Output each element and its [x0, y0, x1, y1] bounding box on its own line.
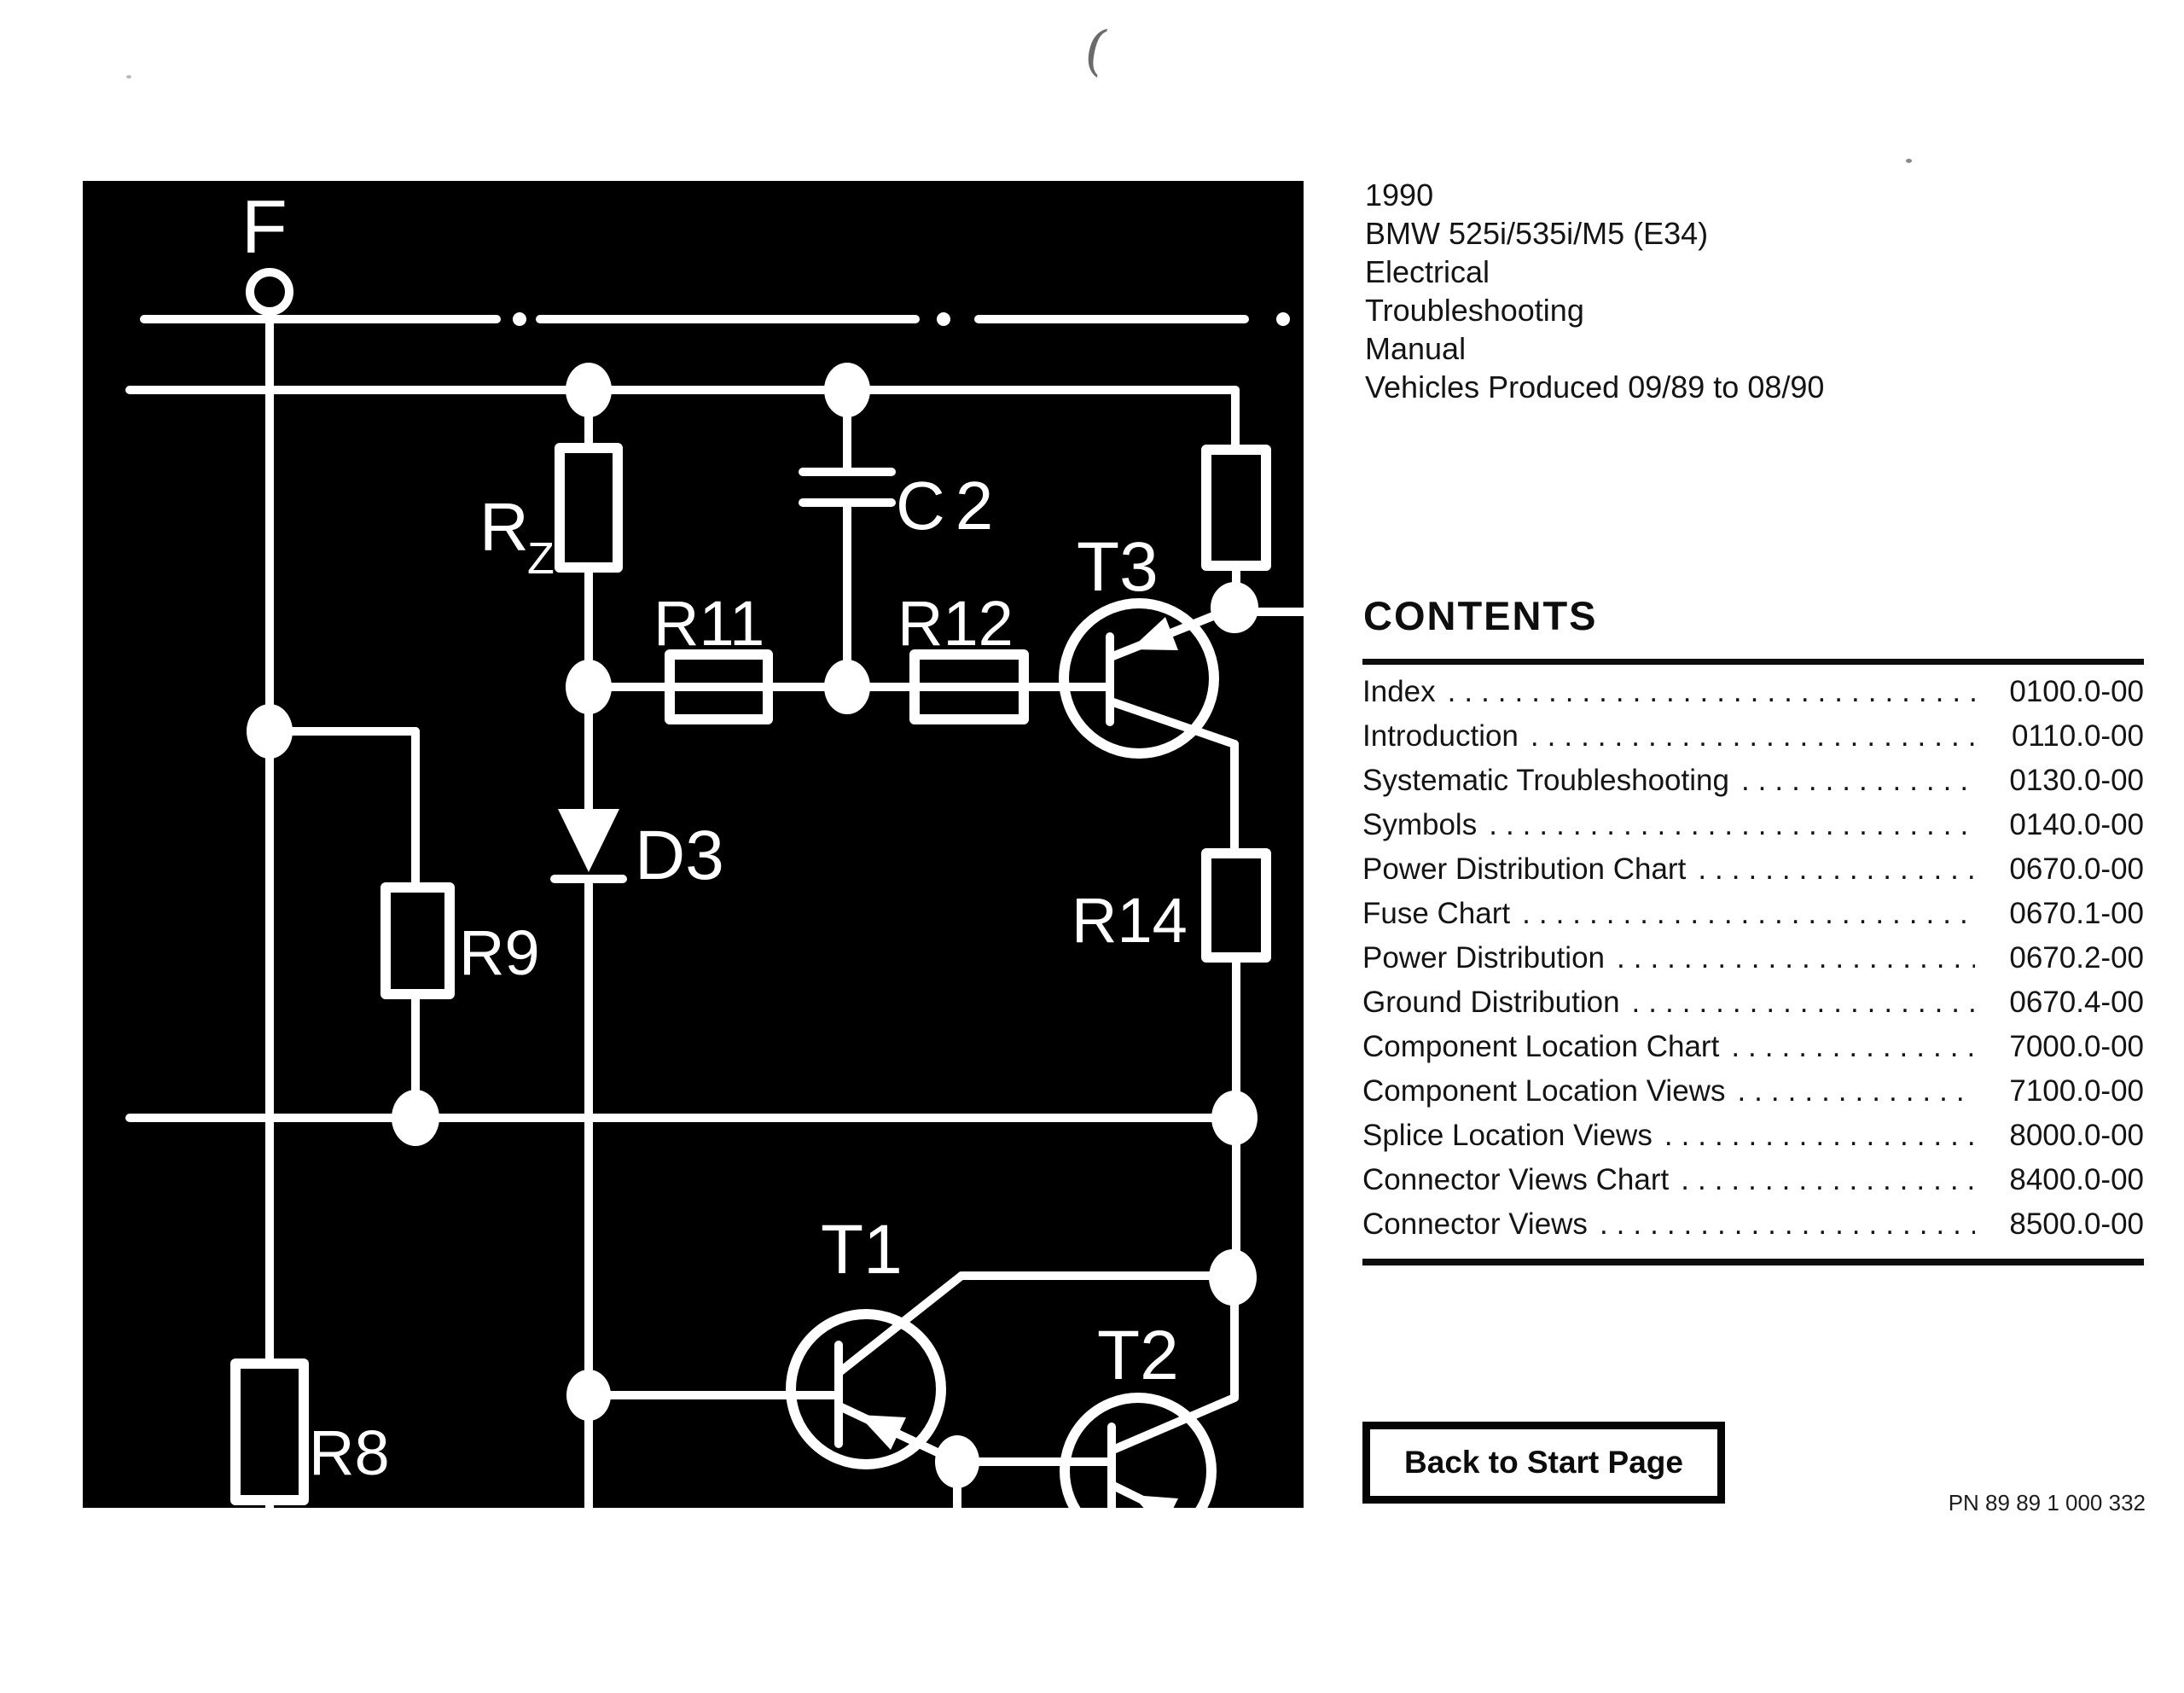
resistor-r9-label: R9 — [459, 917, 540, 988]
back-to-start-button-label: Back to Start Page — [1404, 1445, 1683, 1480]
contents-item-code: 0670.4-00 — [2009, 986, 2144, 1019]
contents-leader-dots: ........................................… — [1489, 808, 1975, 841]
manual-title-line: Troubleshooting — [1365, 293, 1584, 328]
contents-item-label: Splice Location Views — [1362, 1119, 1653, 1152]
manual-title-line: Electrical — [1365, 254, 1490, 289]
contents-item-label: Symbols — [1362, 808, 1478, 841]
manual-title-line: Manual — [1365, 331, 1467, 366]
circuit-diagram: F R9 R Z C2 — [125, 184, 1304, 1508]
contents-row: Systematic Troubleshooting .............… — [1362, 764, 2144, 808]
resistor-rz-sub-label: Z — [527, 534, 555, 584]
contents-item-label: Systematic Troubleshooting — [1362, 764, 1729, 797]
contents-item-label: Connector Views Chart — [1362, 1163, 1670, 1196]
diode-d3-label: D3 — [635, 817, 724, 894]
back-to-start-button[interactable]: Back to Start Page — [1362, 1422, 1725, 1504]
contents-item-code: 7100.0-00 — [2009, 1074, 2144, 1108]
emitter-node-wires — [953, 1457, 1115, 1508]
contents-item-label: Power Distribution — [1362, 941, 1605, 974]
contents-item-code: 0130.0-00 — [2009, 764, 2144, 797]
contents-item-code: 0670.0-00 — [2009, 852, 2144, 886]
resistor-r12-label: R12 — [897, 588, 1014, 659]
contents-rows: Index ..................................… — [1362, 675, 2144, 1252]
contents-item-code: 8400.0-00 — [2009, 1163, 2144, 1196]
resistor-r8: R8 — [230, 1358, 390, 1505]
fuse-label: F — [241, 184, 288, 269]
resistor-rz: R Z — [479, 386, 623, 691]
contents-row: Index ..................................… — [1362, 675, 2144, 719]
contents-leader-dots: ........................................… — [1740, 764, 1975, 797]
manual-title-line: Vehicles Produced 09/89 to 08/90 — [1365, 369, 1825, 404]
transistor-t2-label: T2 — [1097, 1317, 1179, 1394]
contents-row: Introduction ...........................… — [1362, 719, 2144, 764]
transistor-t1: T1 — [584, 1211, 1237, 1469]
capacitor-c2: C2 — [799, 386, 1003, 691]
scan-artifact-paren: ( — [1078, 17, 1113, 84]
contents-row: Component Location Views ...............… — [1362, 1074, 2144, 1119]
contents-item-code: 0100.0-00 — [2009, 675, 2144, 708]
contents-item-label: Fuse Chart — [1362, 897, 1511, 930]
junction-dots — [247, 363, 1258, 1488]
manual-title-block: 1990 BMW 525i/535i/M5 (E34) Electrical T… — [1365, 176, 1824, 406]
contents-item-code: 7000.0-00 — [2009, 1030, 2144, 1063]
resistor-r12: R12 — [897, 588, 1029, 724]
resistor-r9-branch: R9 — [265, 727, 540, 1122]
contents-item-label: Introduction — [1362, 719, 1519, 753]
contents-row: Connector Views ........................… — [1362, 1207, 2144, 1252]
resistor-r11-label: R11 — [653, 588, 764, 659]
contents-item-label: Index — [1362, 675, 1436, 708]
contents-item-label: Ground Distribution — [1362, 986, 1620, 1019]
contents-leader-dots: ........................................… — [1522, 897, 1975, 930]
capacitor-c2-label: C2 — [896, 468, 1003, 544]
contents-leader-dots: ........................................… — [1530, 719, 1975, 753]
contents-row: Splice Location Views ..................… — [1362, 1119, 2144, 1163]
resistor-r14-label: R14 — [1072, 885, 1188, 956]
contents-leader-dots: ........................................… — [1737, 1074, 1975, 1108]
contents-top-rule — [1362, 659, 2144, 665]
manual-title-line: BMW 525i/535i/M5 (E34) — [1365, 216, 1709, 251]
transistor-t1-label: T1 — [821, 1211, 903, 1289]
contents-table: Index ..................................… — [1362, 659, 2144, 1265]
contents-leader-dots: ........................................… — [1698, 852, 1975, 886]
contents-row: Component Location Chart ...............… — [1362, 1030, 2144, 1074]
contents-leader-dots: ........................................… — [1664, 1119, 1975, 1152]
contents-item-label: Component Location Views — [1362, 1074, 1726, 1108]
contents-item-label: Connector Views — [1362, 1207, 1588, 1241]
resistor-r8-label: R8 — [309, 1417, 390, 1488]
transistor-t3: T3 — [1059, 528, 1239, 759]
resistor-rz-label: R — [479, 489, 529, 565]
contents-leader-dots: ........................................… — [1731, 1030, 1975, 1063]
contents-leader-dots: ........................................… — [1631, 986, 1975, 1019]
contents-item-code: 0110.0-00 — [2011, 719, 2144, 753]
contents-leader-dots: ........................................… — [1599, 1207, 1975, 1241]
contents-row: Fuse Chart .............................… — [1362, 897, 2144, 941]
contents-row: Power Distribution .....................… — [1362, 941, 2144, 986]
right-rail: R14 — [1072, 445, 1304, 1402]
bus-line-dashdot — [140, 312, 1290, 326]
fuse-terminal: F — [241, 184, 293, 1508]
contents-row: Power Distribution Chart ...............… — [1362, 852, 2144, 897]
contents-leader-dots: ........................................… — [1617, 941, 1975, 974]
contents-row: Ground Distribution ....................… — [1362, 986, 2144, 1030]
contents-bottom-rule — [1362, 1259, 2144, 1265]
contents-row: Connector Views Chart ..................… — [1362, 1163, 2144, 1207]
transistor-t2: T2 — [1060, 1317, 1239, 1508]
contents-leader-dots: ........................................… — [1681, 1163, 1975, 1196]
manual-title-line: 1990 — [1365, 177, 1434, 212]
transistor-t3-label: T3 — [1077, 528, 1159, 606]
scan-artifact-speck — [1906, 159, 1912, 163]
scan-artifact-speck — [126, 75, 131, 79]
contents-item-code: 0670.2-00 — [2009, 941, 2144, 974]
contents-item-code: 0670.1-00 — [2009, 897, 2144, 930]
contents-item-code: 8000.0-00 — [2009, 1119, 2144, 1152]
contents-item-code: 8500.0-00 — [2009, 1207, 2144, 1241]
bus-line-top — [125, 386, 1240, 454]
contents-heading: CONTENTS — [1363, 593, 1598, 638]
contents-leader-dots: ........................................… — [1447, 675, 1975, 708]
contents-row: Symbols ................................… — [1362, 808, 2144, 852]
contents-item-label: Power Distribution Chart — [1362, 852, 1687, 886]
contents-item-code: 0140.0-00 — [2009, 808, 2144, 841]
part-number: PN 89 89 1 000 332 — [1948, 1490, 2146, 1516]
circuit-diagram-panel: F R9 R Z C2 — [83, 181, 1304, 1508]
contents-item-label: Component Location Chart — [1362, 1030, 1720, 1063]
